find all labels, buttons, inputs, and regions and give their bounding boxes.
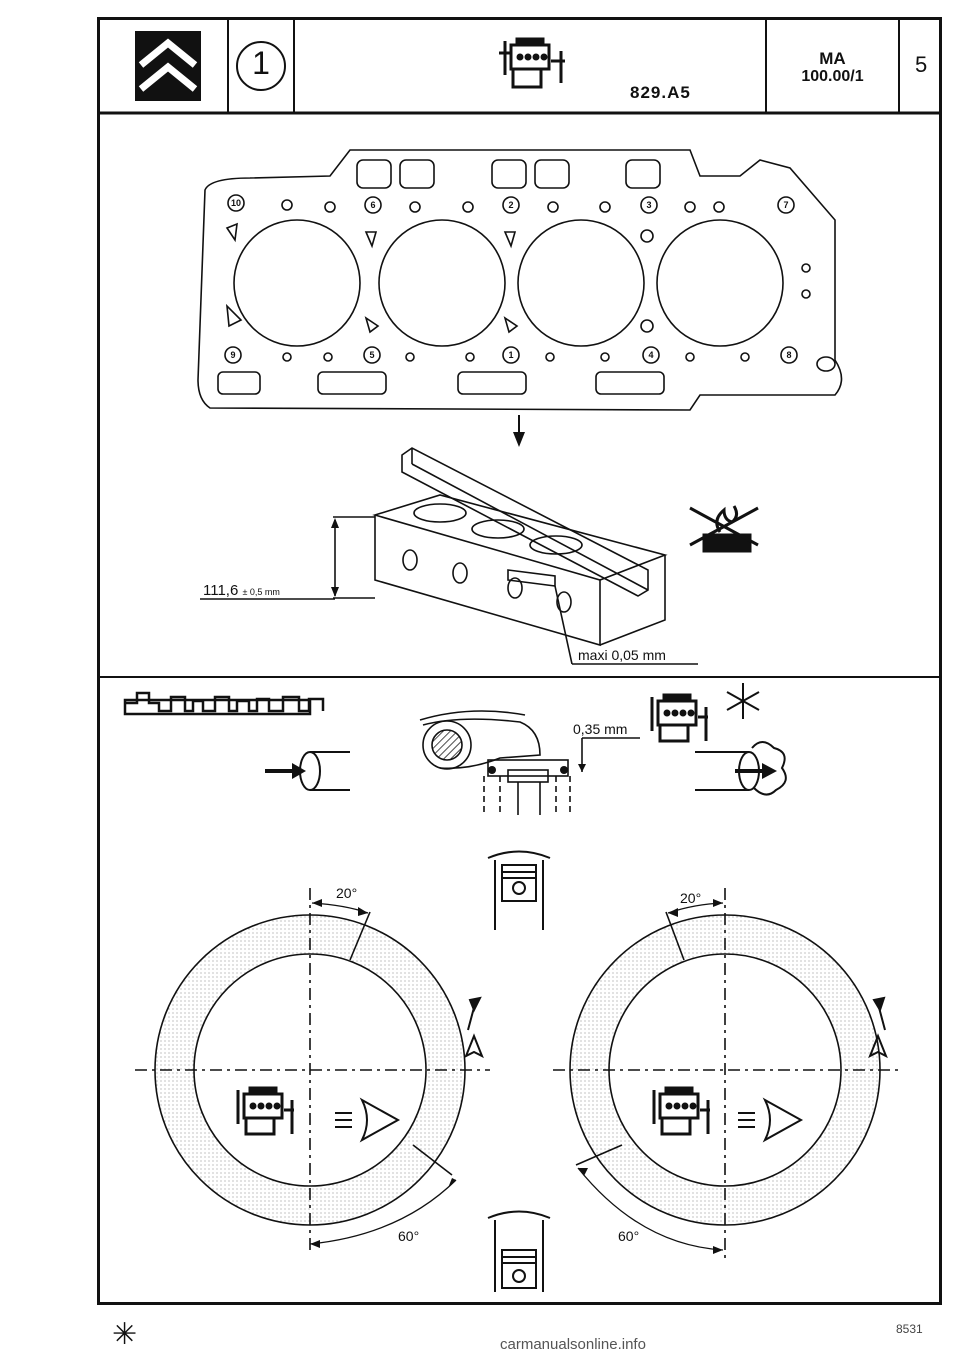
no-flame-icon bbox=[689, 505, 759, 553]
down-arrow-icon bbox=[513, 415, 525, 447]
header-row: 1 829.A5 MA 100.00/1 5 bbox=[97, 17, 942, 113]
bolt-label: 7 bbox=[783, 200, 788, 210]
bolt-label: 1 bbox=[508, 350, 513, 360]
bolt-label: 9 bbox=[230, 350, 235, 360]
block-height-value: 111,6 ± 0,5 mm bbox=[203, 582, 280, 599]
manual-ref-cell: MA 100.00/1 bbox=[767, 17, 900, 113]
page-frame bbox=[97, 17, 942, 1305]
bolt-label: 4 bbox=[648, 350, 653, 360]
left-top-angle: 20° bbox=[336, 885, 358, 901]
engine-icon bbox=[236, 1086, 294, 1136]
badge-cell: 1 bbox=[229, 17, 295, 113]
engine-icon bbox=[652, 1086, 710, 1136]
engine-icon bbox=[499, 37, 565, 89]
engine-icon bbox=[650, 693, 708, 743]
citroen-logo-icon bbox=[135, 31, 201, 101]
gauge-arrow-icon bbox=[265, 751, 350, 791]
bolt-label: 8 bbox=[786, 350, 791, 360]
bolt-label: 2 bbox=[508, 200, 513, 210]
eye-icon bbox=[738, 1097, 804, 1143]
rotation-arrow-icon bbox=[464, 996, 888, 1059]
manual-ref: 100.00/1 bbox=[801, 68, 864, 85]
engine-code: 829.A5 bbox=[630, 83, 691, 102]
gauge-arrow-icon bbox=[695, 741, 787, 796]
page-number: 8531 bbox=[896, 1322, 923, 1336]
watermark: carmanualsonline.info bbox=[500, 1336, 646, 1353]
engine-cell: 829.A5 bbox=[295, 17, 767, 113]
eye-icon bbox=[335, 1097, 401, 1143]
piston-icon bbox=[487, 850, 551, 930]
bolt-label: 3 bbox=[646, 200, 651, 210]
logo-cell bbox=[97, 17, 229, 113]
right-top-angle: 20° bbox=[680, 890, 702, 906]
bolt-label: 5 bbox=[369, 350, 374, 360]
bolt-label: 6 bbox=[370, 200, 375, 210]
valve-clearance-label: 0,35 mm bbox=[573, 721, 628, 737]
sheet-number: 5 bbox=[915, 52, 928, 77]
flatness-label: maxi 0,05 mm bbox=[578, 647, 666, 663]
manual-code: MA bbox=[819, 49, 846, 68]
snowflake-icon bbox=[726, 683, 760, 719]
piston-icon bbox=[487, 1210, 551, 1292]
left-bottom-angle: 60° bbox=[398, 1228, 420, 1244]
camshaft-icon bbox=[123, 691, 325, 716]
badge-number: 1 bbox=[252, 45, 270, 81]
bolt-label: 10 bbox=[231, 198, 241, 208]
footer-star: ✳ bbox=[112, 1318, 138, 1351]
right-bottom-angle: 60° bbox=[618, 1228, 640, 1244]
